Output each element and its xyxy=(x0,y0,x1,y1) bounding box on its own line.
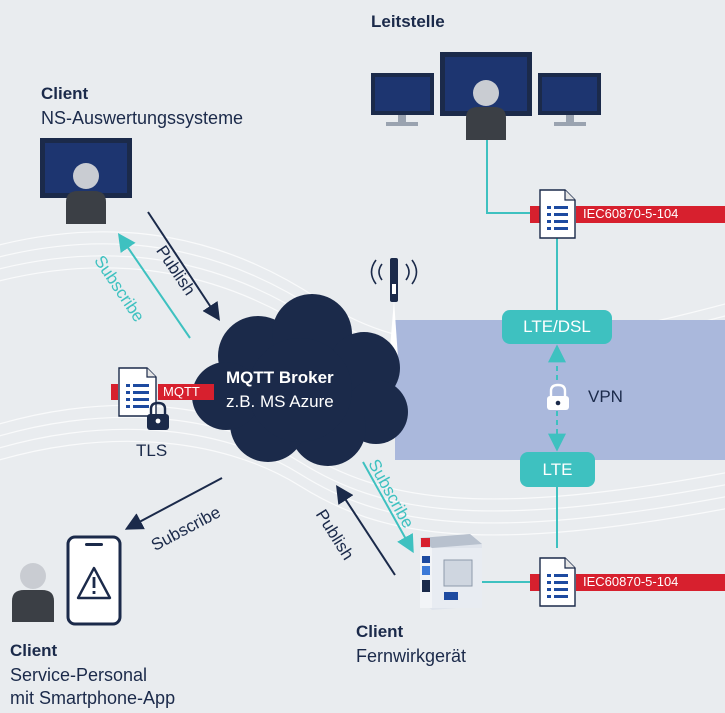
warning-icon xyxy=(76,566,112,600)
lte-dsl-label: LTE/DSL xyxy=(523,317,591,336)
client-ns-subtitle: NS-Auswertungssysteme xyxy=(41,108,244,128)
client-ns-title: Client xyxy=(41,84,89,103)
lte-dsl-box xyxy=(502,310,612,344)
cloud-icon xyxy=(192,294,408,466)
protocol-document-top-icon xyxy=(530,189,725,239)
client-fernwirk-title: Client xyxy=(356,622,404,641)
leitstelle-monitor-right xyxy=(538,73,601,126)
lte-label: LTE xyxy=(542,460,573,479)
vpn-label: VPN xyxy=(588,387,623,406)
mqtt-tag-stub xyxy=(111,384,118,400)
person-icon xyxy=(66,163,106,224)
subscribe-arrow-right xyxy=(362,461,414,554)
publish-arrow-right xyxy=(336,484,396,576)
protocol-tag-bottom: IEC60870-5-104 xyxy=(583,574,679,589)
protocol-tag-top: IEC60870-5-104 xyxy=(583,206,679,221)
connector-lines xyxy=(482,140,558,583)
lock-icon xyxy=(147,401,169,430)
lock-icon xyxy=(544,383,572,410)
subscribe-arrow-left xyxy=(124,477,223,530)
person-icon xyxy=(466,80,506,140)
mqtt-tag xyxy=(158,384,214,400)
client-service-line1: Service-Personal xyxy=(10,665,148,685)
broker-title: MQTT Broker xyxy=(226,368,334,387)
protocol-document-bottom-icon xyxy=(530,557,725,607)
subscribe-arrow-top xyxy=(117,233,191,339)
client-fernwirk-subtitle: Fernwirkgerät xyxy=(356,646,467,666)
client-service-title: Client xyxy=(10,641,58,660)
leitstelle-title: Leitstelle xyxy=(371,12,445,31)
mqtt-document-icon xyxy=(118,367,157,417)
broker-subtitle: z.B. MS Azure xyxy=(226,392,334,411)
router-device-icon xyxy=(420,534,482,610)
lte-box xyxy=(520,452,595,487)
mqtt-tag-label: MQTT xyxy=(163,384,200,399)
tls-label: TLS xyxy=(136,441,168,460)
client-service-line2: mit Smartphone-App xyxy=(10,688,176,708)
leitstelle-monitor-left xyxy=(371,73,434,126)
person-icon xyxy=(12,563,54,622)
publish-arrow-top xyxy=(147,211,220,322)
